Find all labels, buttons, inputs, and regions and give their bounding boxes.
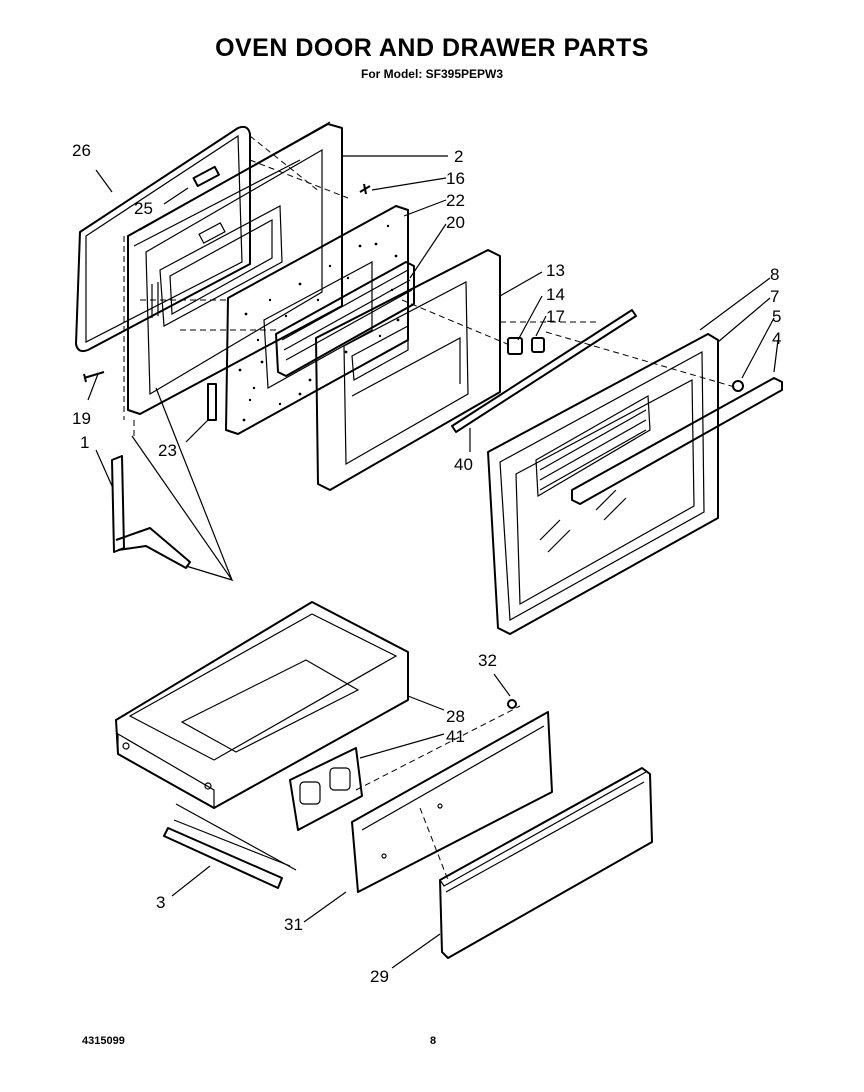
part-16-screw	[359, 183, 371, 195]
leader-lines	[87, 155, 779, 969]
part-20-glass-pack	[275, 261, 415, 377]
page-title: OVEN DOOR AND DRAWER PARTS	[215, 34, 649, 62]
part-31-drawer-inner-panel	[351, 711, 553, 893]
callout-3: 3	[156, 893, 165, 912]
callout-17: 17	[546, 307, 565, 326]
callout-labels: 26 25 2 16 22 20 13 14 17 8 7 5 4 19 1 2…	[72, 141, 781, 986]
callout-20: 20	[446, 213, 465, 232]
part-29-drawer-front	[439, 767, 653, 959]
part-3-drawer-slide	[163, 819, 291, 889]
callout-41: 41	[446, 727, 465, 746]
callout-5: 5	[772, 307, 781, 326]
callout-7: 7	[770, 287, 779, 306]
part-25-bracket	[192, 165, 220, 188]
callout-31: 31	[284, 915, 303, 934]
callout-13: 13	[546, 261, 565, 280]
assembly-lines	[123, 135, 739, 881]
callout-16: 16	[446, 169, 465, 188]
part-41-drawer-bracket	[289, 747, 363, 831]
callout-4: 4	[772, 329, 781, 348]
part-40-vent-trim	[451, 309, 637, 433]
part-28-drawer	[115, 601, 409, 809]
document-number: 4315099	[82, 1035, 125, 1047]
part-14-clip	[507, 337, 523, 355]
callout-1: 1	[80, 433, 89, 452]
part-5-end-cap	[732, 380, 744, 392]
page-number: 8	[430, 1035, 437, 1047]
part-19-screw	[83, 371, 105, 383]
part-23-hinge-receptacle	[207, 383, 217, 421]
callout-23: 23	[158, 441, 177, 460]
part-13-door-frame	[315, 249, 501, 491]
callout-40: 40	[454, 455, 473, 474]
callout-8: 8	[770, 265, 779, 284]
part-17-clip	[531, 337, 545, 353]
callout-22: 22	[446, 191, 465, 210]
model-subtitle: For Model: SF395PEPW3	[360, 67, 504, 81]
reference-triangle	[131, 387, 297, 871]
callout-28: 28	[446, 707, 465, 726]
part-4-handle	[571, 377, 783, 505]
part-32-bumper	[507, 699, 517, 709]
part-2-inner-door-panel	[127, 121, 343, 415]
callout-29: 29	[370, 967, 389, 986]
callout-14: 14	[546, 285, 565, 304]
part-7-outer-door-panel	[487, 333, 719, 635]
callout-2: 2	[454, 147, 463, 166]
callout-32: 32	[478, 651, 497, 670]
part-26-door-gasket	[75, 125, 251, 353]
callout-19: 19	[72, 409, 91, 428]
callout-26: 26	[72, 141, 91, 160]
callout-25: 25	[134, 199, 153, 218]
part-1-hinge	[111, 455, 191, 569]
